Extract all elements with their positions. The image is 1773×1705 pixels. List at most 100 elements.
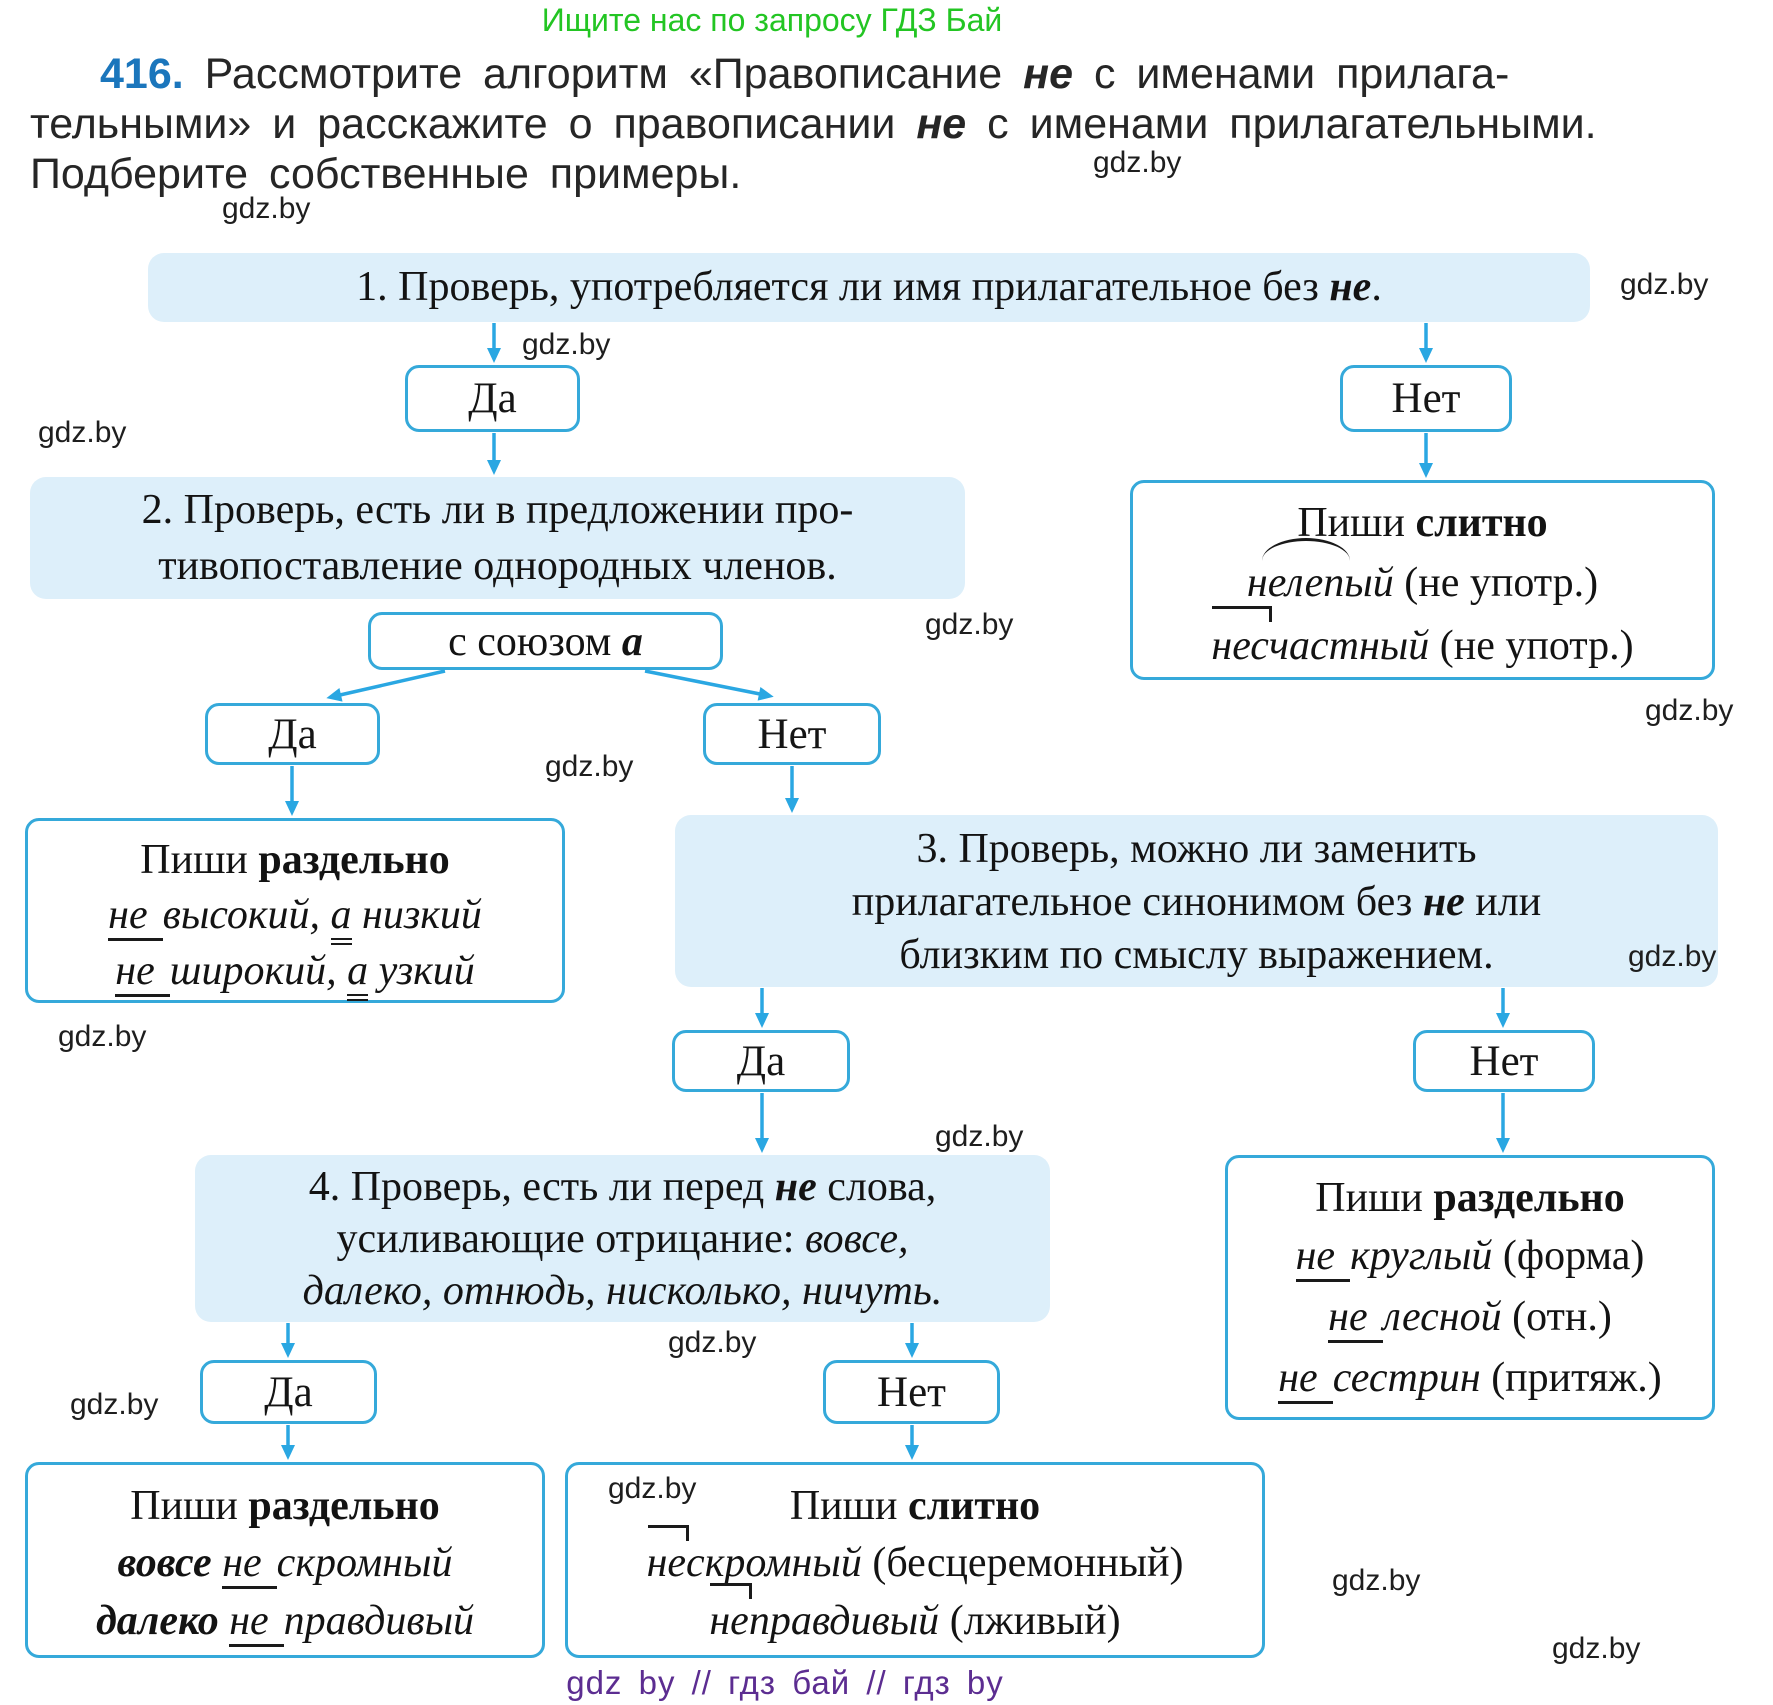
no-box-3: Нет (1413, 1030, 1595, 1092)
step-2-line-2: тивопоставление однородных членов. (30, 538, 965, 594)
slitno-2-heading: Пиши слитно (568, 1479, 1262, 1534)
text-segment: низкий (351, 892, 482, 938)
gdz-watermark: gdz.by (70, 1388, 159, 1421)
text-segment: скромный (686, 1540, 862, 1586)
text-segment: правдивый (748, 1598, 940, 1644)
gdz-watermark: gdz.by (1645, 694, 1734, 727)
text-segment: тивопоставление однородных членов. (158, 543, 837, 589)
step-4-line-3: далеко, отнюдь, нисколько, ничуть. (195, 1265, 1050, 1317)
text-segment: не (647, 1525, 690, 1592)
text-segment: не (108, 892, 163, 941)
text-segment: круглый (1350, 1233, 1493, 1279)
text-segment: не (1295, 1233, 1351, 1282)
gdz-watermark: gdz.by (925, 608, 1014, 641)
text-segment: далеко, отнюдь, нисколько, ничуть. (302, 1268, 943, 1314)
text-segment: Пиши (1315, 1175, 1434, 1221)
gdz-watermark: gdz.by (38, 416, 127, 449)
text-segment: (форма) (1492, 1233, 1645, 1279)
text-segment: 2. Проверь, есть ли в предложении про- (141, 487, 854, 533)
text-segment: елеп (1261, 538, 1350, 615)
result-slitno-2-box: Пиши слитно нескромный (бесцеремонный) н… (565, 1462, 1265, 1658)
text-segment: широкий, (169, 948, 348, 994)
gdz-watermark: gdz.by (1628, 940, 1717, 973)
text-segment: вовсе (117, 1540, 223, 1586)
text-segment: Рассмотрите алгоритм «Правописание (183, 50, 1024, 98)
step-2-box: 2. Проверь, есть ли в предложении про- т… (30, 477, 965, 599)
text-segment: узкий (368, 948, 475, 994)
text-segment: правдивый (283, 1598, 475, 1644)
text-segment: раздельно (1433, 1175, 1625, 1221)
text-segment: далеко (95, 1598, 230, 1644)
text-segment: усиливающие отрицание: (336, 1216, 805, 1262)
text-segment: Пиши (140, 837, 259, 883)
step-4-box: 4. Проверь, есть ли перед не слова, усил… (195, 1155, 1050, 1322)
text-segment: нес (1211, 606, 1272, 677)
step-3-line-3: близким по смыслу выражением. (675, 929, 1718, 982)
text-segment: не (229, 1598, 284, 1647)
slitno-1-example-2: несчастный (не употр.) (1133, 606, 1712, 677)
step-2-line-1: 2. Проверь, есть ли в предложении про- (30, 482, 965, 538)
slitno-1-heading: Пиши слитно (1133, 495, 1712, 551)
text-segment: частный (1268, 623, 1430, 669)
exercise-text-line-3: Подберите собственные примеры. (30, 150, 741, 199)
gdz-watermark: gdz.by (668, 1326, 757, 1359)
gdz-watermark: gdz.by (58, 1020, 147, 1053)
text-segment: высокий, (162, 892, 331, 938)
slitno-1-example-1: нелепый (не употр.) (1133, 538, 1712, 615)
text-segment: с союзом (448, 619, 622, 665)
razdelno-1-heading: Пиши раздельно (28, 833, 562, 887)
step-3-line-2: прилагательное синонимом без не или (675, 876, 1718, 929)
text-segment: не (1278, 1355, 1333, 1404)
text-segment: слитно (907, 1483, 1041, 1529)
text-segment: не (222, 1540, 277, 1589)
text-segment: 1. Проверь, употребляется ли имя прилага… (356, 264, 1330, 310)
razdelno-2-heading: Пиши раздельно (1228, 1170, 1712, 1226)
text-segment: сестрин (1332, 1355, 1481, 1401)
text-segment: не (1023, 50, 1074, 98)
text-segment: прилагательное синонимом без (851, 879, 1423, 925)
text-segment: не (1329, 264, 1372, 310)
text-segment: не (916, 100, 967, 148)
text-segment: Пиши (130, 1483, 249, 1529)
text-segment: 3. Проверь, можно ли заменить (916, 826, 1477, 872)
text-segment: слитно (1415, 500, 1548, 546)
yes-box-2: Да (205, 703, 380, 765)
text-segment: слова, (816, 1164, 937, 1210)
gdz-watermark: gdz.by (222, 192, 311, 225)
exercise-text-line-2: тельными» и расскажите о правописании не… (30, 100, 1597, 149)
promo-banner: Ищите нас по запросу ГДЗ Бай (541, 2, 1003, 38)
text-segment: с именами прилага- (1073, 50, 1510, 98)
text-segment: (отн.) (1501, 1294, 1612, 1340)
text-segment: (бесцеремонный) (861, 1540, 1184, 1586)
text-segment: Подберите собственные примеры. (30, 150, 742, 198)
slitno-2-example-2: неправдивый (лживый) (568, 1583, 1262, 1650)
gdz-watermark: gdz.by (1620, 268, 1709, 301)
gdz-watermark: gdz.by (1332, 1564, 1421, 1597)
text-segment: 4. Проверь, есть ли перед (308, 1164, 775, 1210)
step-3-box: 3. Проверь, можно ли заменить прилагател… (675, 815, 1718, 987)
text-segment: (не употр.) (1429, 623, 1634, 669)
exercise-text-line-1: 416. Рассмотрите алгоритм «Правописание … (100, 50, 1509, 99)
text-segment: не (1422, 879, 1465, 925)
text-segment: (притяж.) (1480, 1355, 1662, 1401)
no-box-1: Нет (1340, 365, 1512, 432)
text-segment: не (774, 1164, 817, 1210)
step-1-box: 1. Проверь, употребляется ли имя прилага… (148, 253, 1590, 322)
conjunction-a-box: с союзом а (368, 612, 723, 670)
yes-box-3: Да (672, 1030, 850, 1092)
text-segment: с именами прилагательными. (966, 100, 1597, 148)
text-segment: а (347, 948, 369, 1001)
slitno-2-example-1: нескромный (бесцеремонный) (568, 1525, 1262, 1592)
text-segment: . (1371, 264, 1382, 310)
text-segment: 416. (100, 50, 184, 98)
razdelno-3-heading: Пиши раздельно (28, 1479, 542, 1534)
text-segment: (не употр.) (1393, 560, 1599, 606)
